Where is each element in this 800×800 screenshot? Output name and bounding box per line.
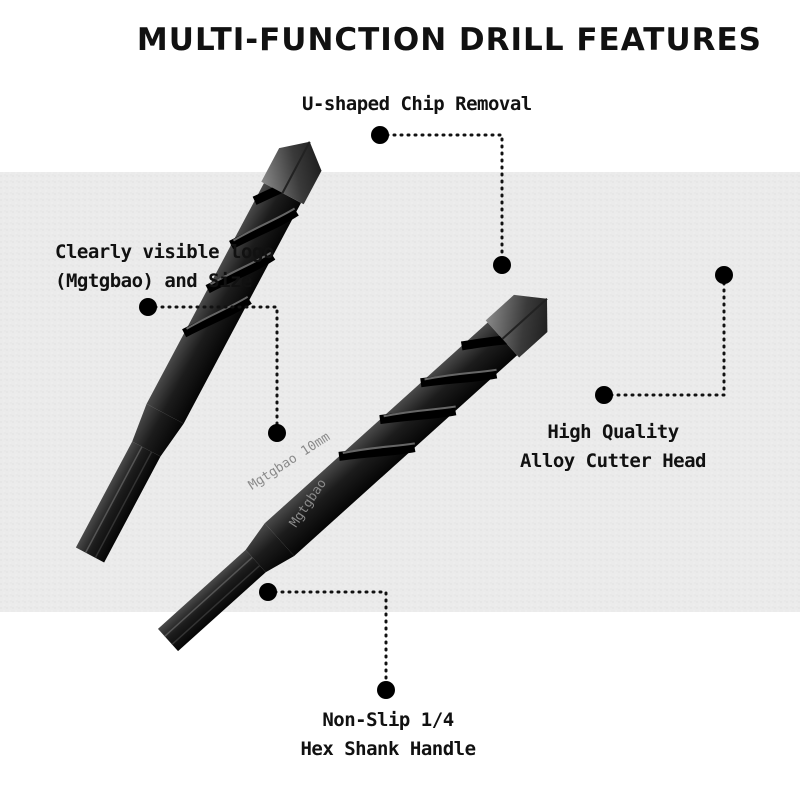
drill-bit-one <box>75 141 322 563</box>
callout-dot-head-end <box>715 266 733 284</box>
label-logo-line-1: Clearly visible logo <box>55 241 274 263</box>
label-hex-shank: Non-Slip 1/4 Hex Shank Handle <box>270 706 506 764</box>
page-title: MULTI-FUNCTION DRILL FEATURES <box>136 22 762 58</box>
spiral-flute-one <box>182 175 303 338</box>
callout-logo-size <box>146 305 279 435</box>
label-head-line-1: High Quality <box>547 421 679 443</box>
callout-dot-logo-end <box>268 424 286 442</box>
label-shank-line-2: Hex Shank Handle <box>300 738 476 760</box>
label-logo-size: Clearly visible logo (Mgtgbao) and Size <box>55 238 274 296</box>
callout-dot-head <box>595 386 613 404</box>
callout-dot-shank <box>259 583 277 601</box>
callout-chip-removal <box>378 133 504 267</box>
label-logo-line-2: (Mgtgbao) and Size <box>55 270 252 292</box>
label-chip-removal: U-shaped Chip Removal <box>302 93 532 115</box>
callout-dot-chip <box>371 126 389 144</box>
callout-hex-shank <box>266 590 388 692</box>
background-band <box>0 172 800 612</box>
callout-dot-chip-end <box>493 256 511 274</box>
hex-shank-two <box>157 549 266 652</box>
label-cutter-head: High Quality Alloy Cutter Head <box>500 418 726 476</box>
cutter-tip-one <box>261 141 322 205</box>
drill-bit-two <box>157 294 548 652</box>
spiral-flute-two <box>338 334 514 461</box>
label-shank-line-1: Non-Slip 1/4 <box>322 709 454 731</box>
callout-cutter-head <box>602 273 726 397</box>
callout-dot-shank-end <box>377 681 395 699</box>
label-head-line-2: Alloy Cutter Head <box>520 450 706 472</box>
callout-dot-logo <box>139 298 157 316</box>
